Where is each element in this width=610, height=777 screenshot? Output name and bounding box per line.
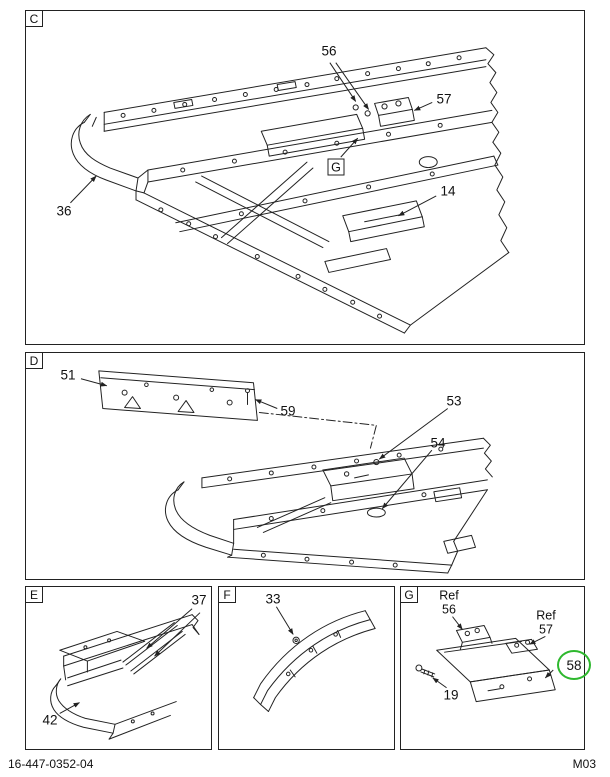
panel-d-label: D: [26, 353, 43, 369]
callout-59: 59: [280, 403, 296, 419]
callout-58: 58: [566, 657, 582, 673]
panel-e: E: [25, 586, 212, 750]
panel-d: D: [25, 352, 585, 580]
page-code: M03: [572, 757, 596, 771]
panel-d-leader-lines: [80, 378, 449, 510]
callout-ref-56-number: 56: [442, 602, 456, 616]
callout-53: 53: [446, 393, 462, 409]
callout-14: 14: [440, 183, 456, 199]
callout-56: 56: [321, 43, 337, 59]
panel-e-leader-lines: [59, 608, 201, 714]
panel-g-leader-lines: [432, 616, 554, 689]
callout-ref-57-prefix: Ref: [536, 608, 556, 623]
panel-f-label: F: [219, 587, 236, 603]
panel-f: F: [218, 586, 395, 750]
callout-ref-56: Ref 56: [439, 588, 459, 617]
panel-g-label: G: [401, 587, 418, 603]
callout-ref-56-prefix: Ref: [439, 588, 459, 603]
panel-c-leader-lines: [70, 62, 437, 217]
panel-c-label: C: [26, 11, 43, 27]
callout-54: 54: [430, 435, 446, 451]
frame-corner-drawing-e: [50, 608, 201, 740]
frame-assembly-drawing-c: [70, 47, 510, 334]
bumper-channel-drawing-f: [253, 606, 376, 712]
callout-ref-57: Ref 57: [536, 608, 556, 637]
callout-33: 33: [265, 591, 281, 607]
page-footer: 16-447-0352-04 M03: [0, 755, 610, 773]
callout-19: 19: [443, 687, 459, 703]
panel-f-leader-lines: [275, 606, 294, 635]
callout-51: 51: [60, 367, 76, 383]
panel-g: G: [400, 586, 591, 750]
frame-assembly-drawing-d: [80, 370, 493, 574]
document-number: 16-447-0352-04: [8, 757, 94, 771]
panel-c: C: [25, 10, 585, 345]
callout-36: 36: [56, 203, 72, 219]
callout-57: 57: [436, 91, 452, 107]
callout-42: 42: [42, 712, 58, 728]
view-ref-g: G: [327, 158, 345, 176]
callout-37: 37: [191, 592, 207, 608]
callout-58-highlight-circle: 58: [557, 650, 591, 680]
panel-e-label: E: [26, 587, 43, 603]
bracket-detail-drawing-g: [415, 616, 556, 703]
callout-ref-57-number: 57: [539, 622, 553, 636]
